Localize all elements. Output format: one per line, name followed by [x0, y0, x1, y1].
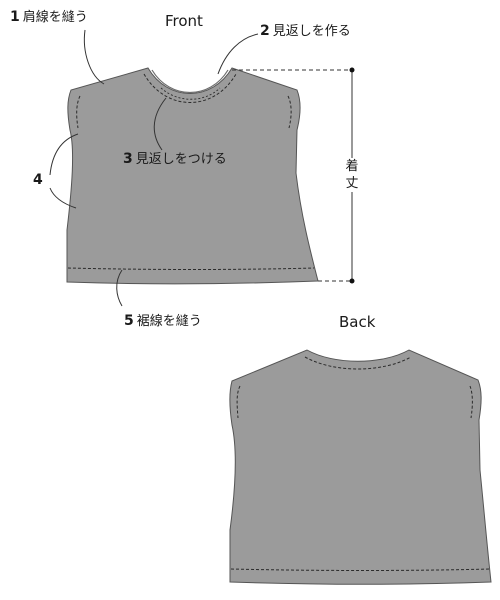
front-neck-stitch: [143, 73, 237, 103]
step-2-number: 2: [260, 23, 270, 39]
front-armhole-stitches: [76, 95, 292, 129]
length-label-char-2: 丈: [345, 176, 359, 191]
leader-2: [217, 33, 259, 75]
back-view-title: Back: [339, 313, 376, 331]
step-4-label: 4: [33, 172, 46, 189]
leader-lines: [49, 29, 259, 307]
front-facing-band: [160, 87, 221, 100]
back-hem-stitch: [230, 568, 491, 571]
step-2-text: 見返しを作る: [272, 24, 351, 39]
step-5-text: 裾線を縫う: [136, 314, 202, 329]
step-5-number: 5: [124, 313, 134, 329]
front-neck-facing: [151, 69, 229, 93]
length-label: 着 丈: [344, 158, 360, 192]
front-view-title: Front: [165, 12, 203, 30]
step-3-number: 3: [123, 151, 133, 167]
length-dimension: [232, 67, 355, 284]
back-armhole-stitch-right: [469, 385, 473, 419]
back-neck-stitch: [304, 356, 412, 370]
front-garment: [66, 67, 319, 285]
back-armhole-stitch-left: [236, 385, 241, 419]
length-label-char-1: 着: [345, 159, 359, 174]
leader-4b: [49, 187, 77, 209]
front-body: [66, 67, 319, 285]
back-body: [229, 349, 492, 585]
step-1-text: 肩線を縫う: [22, 10, 88, 25]
leader-1: [83, 29, 105, 85]
leader-4a: [49, 133, 79, 176]
front-hem-stitch: [67, 267, 315, 270]
step-1-number: 1: [10, 9, 20, 25]
leader-3: [153, 97, 167, 151]
step-3-text: 見返しをつける: [135, 152, 227, 167]
step-4-number: 4: [33, 172, 43, 188]
back-garment: [229, 349, 492, 585]
leader-5: [116, 269, 123, 307]
